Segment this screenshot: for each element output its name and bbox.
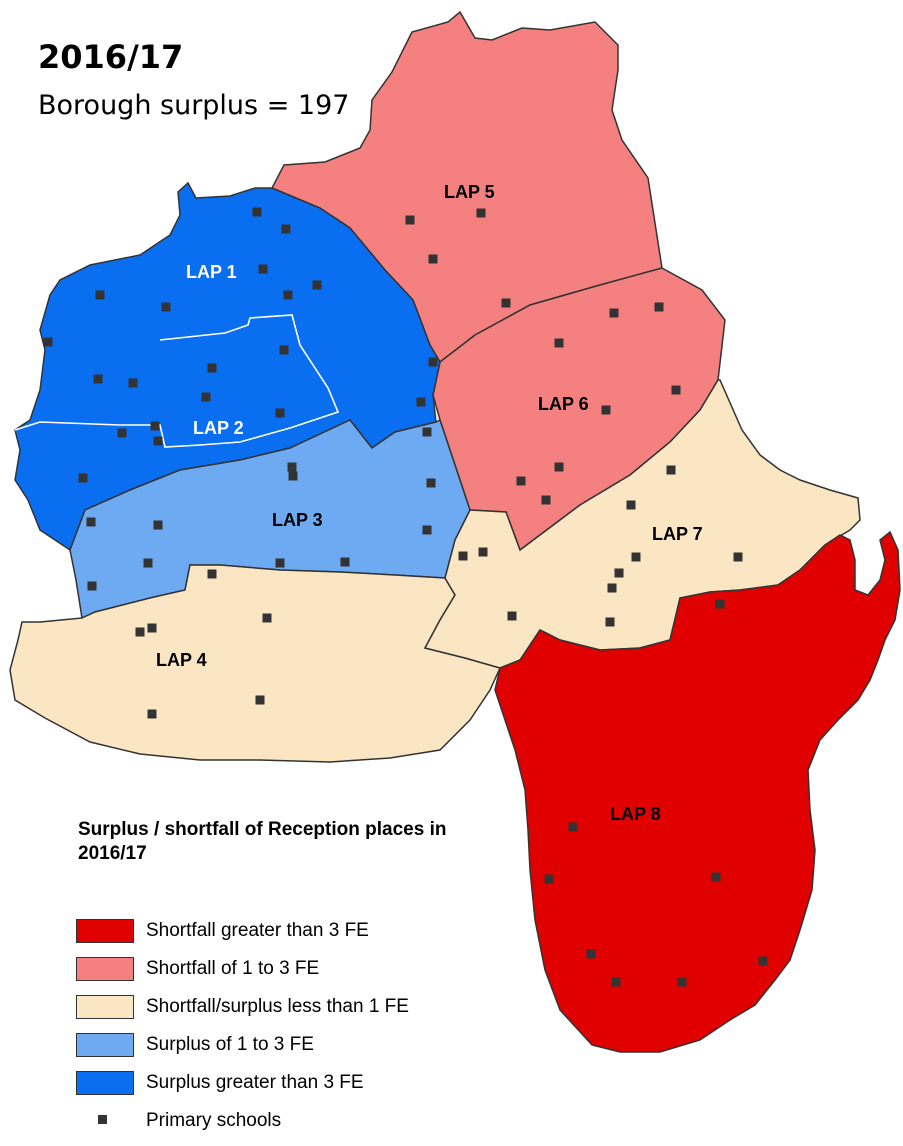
primary-school-marker (654, 302, 664, 312)
primary-school-marker (476, 208, 486, 218)
primary-school-marker (201, 392, 211, 402)
lap-7-label: LAP 7 (652, 524, 703, 544)
primary-school-marker (501, 298, 511, 308)
primary-school-marker (609, 308, 619, 318)
primary-school-marker (611, 977, 621, 987)
primary-school-marker (312, 280, 322, 290)
lap-8-label: LAP 8 (610, 804, 661, 824)
primary-school-marker (428, 357, 438, 367)
legend-swatch (76, 1033, 134, 1057)
primary-school-marker (128, 378, 138, 388)
legend-label: Surplus greater than 3 FE (146, 1072, 364, 1093)
primary-school-marker (426, 478, 436, 488)
primary-school-marker (78, 473, 88, 483)
lap-2-label: LAP 2 (193, 418, 244, 438)
school-markers (43, 207, 768, 987)
primary-school-marker (601, 405, 611, 415)
region-lap-1 (14, 181, 441, 552)
primary-school-marker (143, 558, 153, 568)
primary-school-marker (207, 569, 217, 579)
primary-school-marker (626, 500, 636, 510)
primary-school-marker (544, 874, 554, 884)
primary-school-marker (554, 462, 564, 472)
primary-school-marker (150, 421, 160, 431)
primary-school-marker (258, 264, 268, 274)
primary-school-marker (458, 551, 468, 561)
primary-school-marker (422, 525, 432, 535)
primary-school-marker (405, 215, 415, 225)
lap-4-label: LAP 4 (156, 650, 207, 670)
primary-school-marker (631, 552, 641, 562)
primary-school-marker (478, 547, 488, 557)
legend-label: Primary schools (146, 1110, 282, 1131)
primary-school-marker (153, 520, 163, 530)
primary-school-marker (614, 568, 624, 578)
lap-1-label: LAP 1 (186, 262, 237, 282)
legend-swatch (76, 957, 134, 981)
primary-school-marker (252, 207, 262, 217)
primary-school-marker (666, 465, 676, 475)
primary-school-marker (428, 254, 438, 264)
primary-school-marker (586, 949, 596, 959)
legend-label: Shortfall/surplus less than 1 FE (146, 996, 409, 1017)
legend-label: Surplus of 1 to 3 FE (146, 1034, 314, 1055)
primary-school-marker (279, 345, 289, 355)
primary-school-marker (541, 495, 551, 505)
primary-school-marker (161, 302, 171, 312)
primary-school-marker (422, 427, 432, 437)
primary-school-marker (207, 363, 217, 373)
primary-school-marker (275, 558, 285, 568)
primary-school-marker (288, 471, 298, 481)
legend-swatch (76, 1071, 134, 1095)
primary-school-marker (135, 627, 145, 637)
primary-school-marker (43, 337, 53, 347)
legend-title: Surplus / shortfall of Reception places … (78, 819, 447, 864)
lap-6-label: LAP 6 (538, 394, 589, 414)
borough-surplus-text: Borough surplus = 197 (38, 90, 350, 121)
primary-school-marker (416, 397, 426, 407)
primary-school-marker (93, 374, 103, 384)
primary-school-marker (86, 517, 96, 527)
primary-school-marker (677, 977, 687, 987)
primary-school-marker (262, 613, 272, 623)
primary-school-marker (255, 695, 265, 705)
primary-school-marker (340, 557, 350, 567)
primary-school-marker (147, 709, 157, 719)
primary-school-marker (283, 290, 293, 300)
legend-label: Shortfall greater than 3 FE (146, 920, 369, 941)
lap-3-label: LAP 3 (272, 510, 323, 530)
primary-school-marker (275, 408, 285, 418)
primary-school-marker (95, 290, 105, 300)
square-marker-icon (98, 1115, 107, 1124)
region-lap-2-boundary (14, 314, 340, 448)
primary-school-marker (607, 583, 617, 593)
legend-swatch (76, 995, 134, 1019)
primary-school-marker (153, 436, 163, 446)
primary-school-marker (287, 462, 297, 472)
primary-school-marker (87, 581, 97, 591)
primary-school-marker (147, 623, 157, 633)
primary-school-marker (516, 476, 526, 486)
primary-school-marker (507, 611, 517, 621)
region-lap-4 (9, 564, 502, 763)
primary-school-marker (554, 338, 564, 348)
legend-label: Shortfall of 1 to 3 FE (146, 958, 320, 979)
primary-school-marker (711, 872, 721, 882)
map-year-title: 2016/17 (38, 38, 184, 76)
legend-swatch (76, 919, 134, 943)
primary-school-marker (605, 617, 615, 627)
primary-school-marker (715, 599, 725, 609)
primary-school-marker (281, 224, 291, 234)
primary-school-marker (117, 428, 127, 438)
lap-5-label: LAP 5 (444, 182, 495, 202)
region-lap-8 (494, 530, 901, 1053)
primary-school-marker (568, 822, 578, 832)
primary-school-marker (758, 956, 768, 966)
primary-school-marker (733, 552, 743, 562)
primary-school-marker (671, 385, 681, 395)
